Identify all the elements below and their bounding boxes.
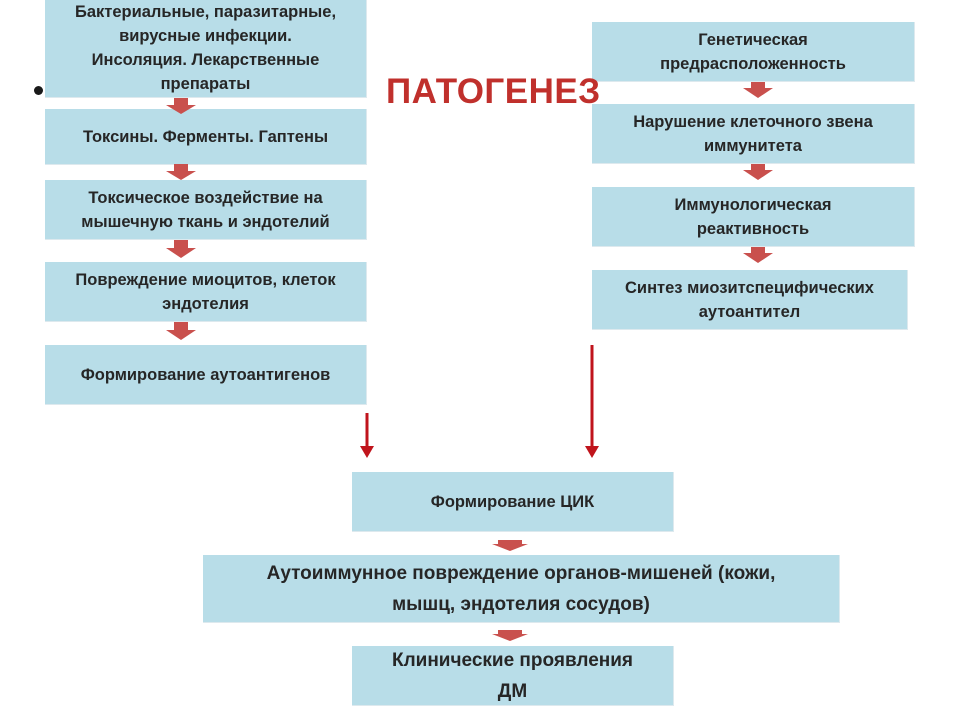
right-box-reactivity: Иммунологическая реактивность xyxy=(592,187,915,247)
block-arrow-left-3 xyxy=(166,240,196,258)
block-arrow-right-3 xyxy=(743,247,773,263)
block-arrow-right-2 xyxy=(743,164,773,180)
right-box-autoantibodies: Синтез миозитспецифических аутоантител xyxy=(592,270,908,330)
block-arrow-left-1 xyxy=(166,98,196,114)
right-box-genetic: Генетическая предрасположенность xyxy=(592,22,915,82)
block-arrow-bottom-1 xyxy=(492,540,528,551)
box-autoimmune-damage: Аутоиммунное повреждение органов-мишеней… xyxy=(203,555,840,623)
block-arrow-bottom-2 xyxy=(492,630,528,641)
line-arrow-right-to-cic xyxy=(585,345,599,458)
box-clinical-manifestations: Клинические проявления ДМ xyxy=(352,646,674,706)
block-arrow-right-1 xyxy=(743,82,773,98)
block-arrow-left-4 xyxy=(166,322,196,340)
left-box-causes: Бактериальные, паразитарные, вирусные ин… xyxy=(45,0,367,98)
left-box-toxins: Токсины. Ферменты. Гаптены xyxy=(45,109,367,165)
box-cic: Формирование ЦИК xyxy=(352,472,674,532)
bullet-point xyxy=(34,86,43,95)
line-arrow-left-to-cic xyxy=(360,413,374,458)
block-arrow-left-2 xyxy=(166,164,196,180)
right-box-cell-immunity: Нарушение клеточного звена иммунитета xyxy=(592,104,915,164)
left-box-autoantigens: Формирование аутоантигенов xyxy=(45,345,367,405)
left-box-damage: Повреждение миоцитов, клеток эндотелия xyxy=(45,262,367,322)
left-box-toxic-effect: Токсическое воздействие на мышечную ткан… xyxy=(45,180,367,240)
diagram-title: ПАТОГЕНЕЗ xyxy=(386,72,601,111)
